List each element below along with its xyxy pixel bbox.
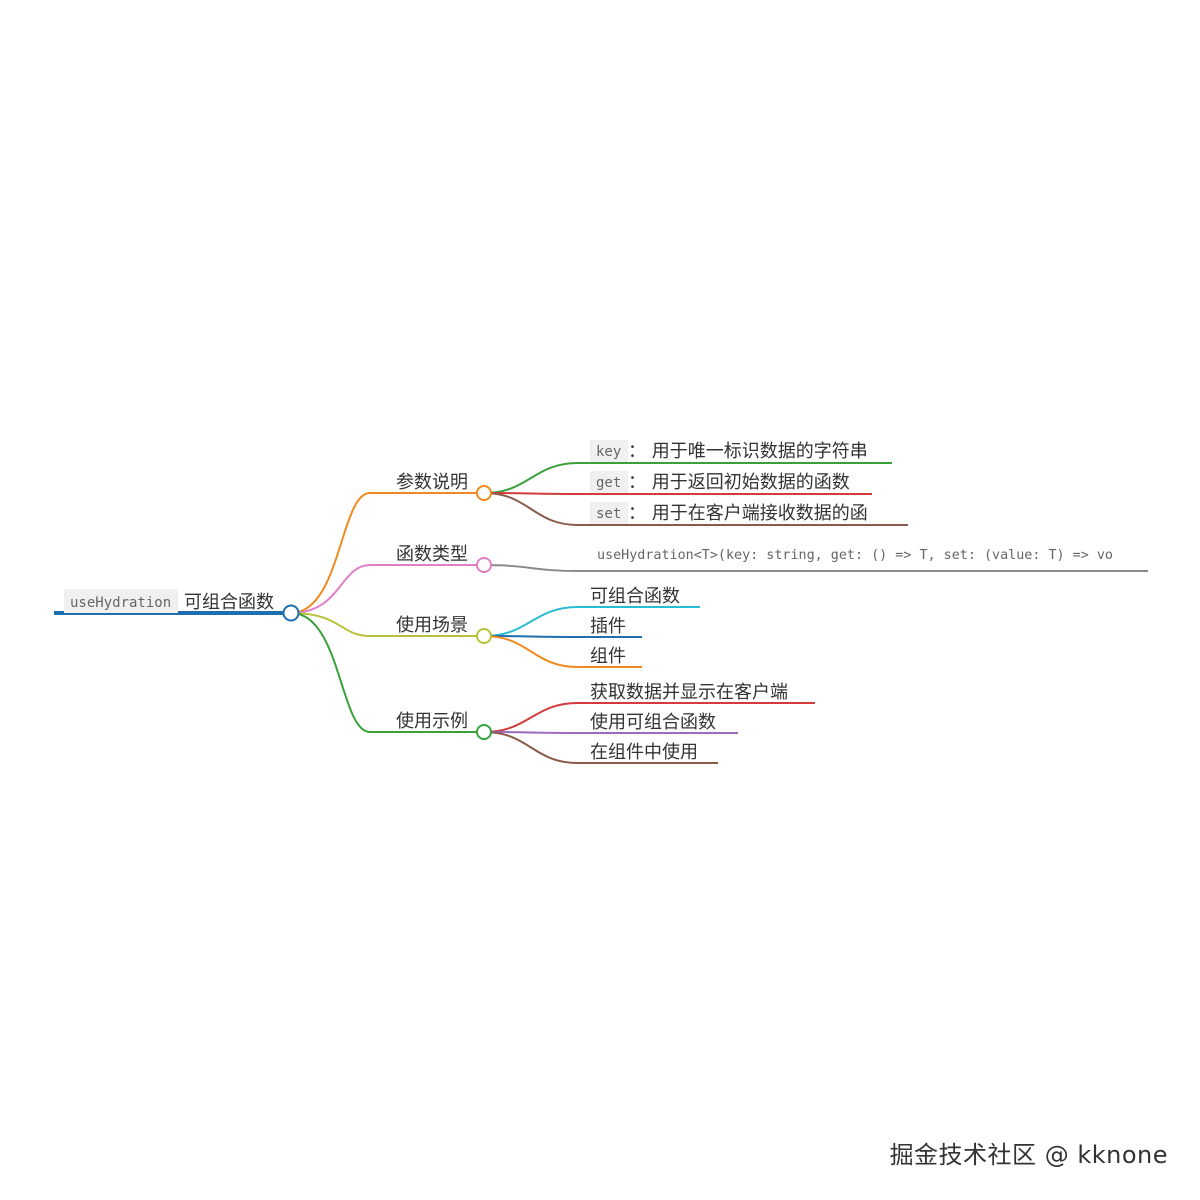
branch-edge-scenarios (290, 612, 484, 637)
leaf-edges (483, 462, 1148, 764)
leaf-edge-params-2 (483, 492, 908, 526)
param-get-code-background (590, 471, 628, 493)
type-signature-code[interactable]: useHydration<T>(key: string, get: () => … (597, 548, 1113, 563)
branch-label-params[interactable]: 参数说明 (396, 472, 468, 493)
param-set-code[interactable]: set (596, 506, 621, 522)
watermark: 掘金技术社区 @ kknone (889, 1141, 1168, 1169)
root-label[interactable]: 可组合函数 (184, 592, 274, 613)
branch-dot-params[interactable] (476, 485, 492, 501)
root-code-background (64, 589, 178, 613)
example-fetch-display[interactable]: 获取数据并显示在客户端 (590, 682, 788, 703)
branch-edge-params (290, 492, 484, 614)
root-dot[interactable] (282, 604, 300, 622)
leaf-edge-params-0 (483, 462, 892, 494)
param-key-code-background (590, 440, 628, 462)
example-in-component[interactable]: 在组件中使用 (590, 742, 698, 763)
param-set-code-background (590, 502, 628, 524)
branch-dot-examples[interactable] (476, 724, 492, 740)
leaf-edge-scenarios-2 (483, 635, 642, 668)
branch-label-type[interactable]: 函数类型 (396, 544, 468, 565)
leaf-edge-examples-0 (483, 702, 815, 733)
scenario-composable[interactable]: 可组合函数 (590, 586, 680, 607)
param-key-code[interactable]: key (596, 444, 621, 460)
leaf-edge-scenarios-1 (483, 635, 642, 638)
branch-label-scenarios[interactable]: 使用场景 (396, 615, 468, 636)
root-code[interactable]: useHydration (70, 595, 171, 611)
branch-dot-type[interactable] (476, 557, 492, 573)
param-set-text[interactable]: ： 用于在客户端接收数据的函 (628, 503, 868, 524)
param-get-text[interactable]: ： 用于返回初始数据的函数 (628, 472, 850, 493)
branch-dot-scenarios[interactable] (476, 628, 492, 644)
leaf-edge-examples-1 (483, 731, 738, 734)
nodes: 参数说明 函数类型 使用场景 使用示例 key ： 用于唯一标识数据的字符串 g… (396, 440, 1113, 763)
leaf-edge-type-0 (483, 564, 1148, 572)
branch-edge-examples (290, 612, 484, 733)
branch-label-examples[interactable]: 使用示例 (396, 711, 468, 732)
branch-edge-type (290, 564, 484, 614)
param-get-code[interactable]: get (596, 475, 621, 491)
scenario-plugin[interactable]: 插件 (590, 616, 626, 637)
scenario-component[interactable]: 组件 (590, 646, 626, 667)
branch-edges (290, 492, 484, 733)
leaf-edge-scenarios-0 (483, 606, 700, 637)
leaf-edge-params-1 (483, 492, 872, 495)
example-use-composable[interactable]: 使用可组合函数 (590, 712, 716, 733)
param-key-text[interactable]: ： 用于唯一标识数据的字符串 (628, 441, 868, 462)
leaf-edge-examples-2 (483, 731, 718, 764)
node-dots (282, 485, 492, 740)
